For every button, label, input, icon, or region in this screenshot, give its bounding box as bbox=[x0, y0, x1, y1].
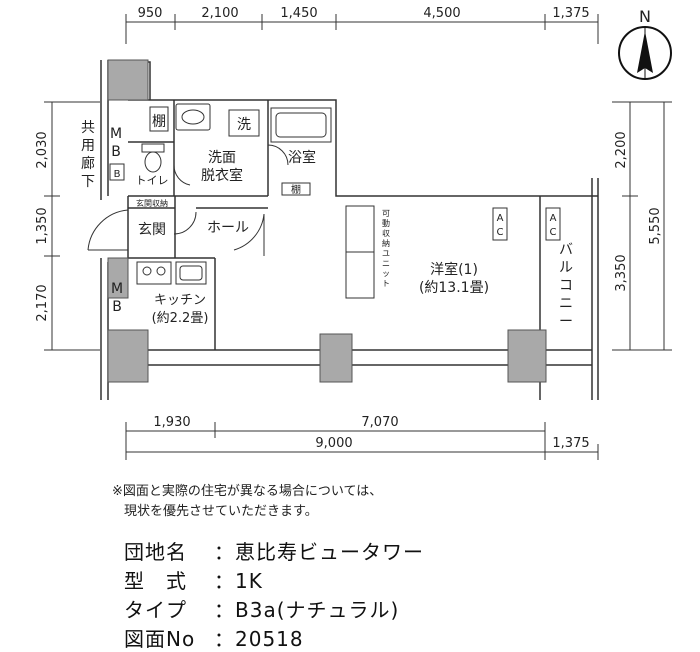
svg-text:脱衣室: 脱衣室 bbox=[201, 167, 243, 184]
disclaimer-line-1: ※図面と実際の住宅が異なる場合については、 bbox=[112, 484, 383, 499]
kitchen-label: キッチン (約2.2畳) bbox=[152, 293, 209, 326]
dim-left-2: 1,350 bbox=[35, 207, 50, 244]
svg-text:B: B bbox=[112, 299, 122, 315]
dim-bottom-total-2: 1,375 bbox=[552, 436, 589, 451]
svg-text:洗面: 洗面 bbox=[208, 150, 236, 166]
dim-top-3: 1,450 bbox=[280, 6, 317, 21]
svg-text:可: 可 bbox=[382, 209, 390, 218]
svg-text:下: 下 bbox=[81, 174, 95, 190]
svg-text:B: B bbox=[114, 169, 121, 180]
svg-text:動: 動 bbox=[382, 219, 390, 228]
info-label: 団地名 bbox=[124, 540, 187, 564]
meter-box-bottom-label: M B bbox=[111, 281, 123, 315]
dim-left-3: 2,170 bbox=[35, 284, 50, 321]
info-label: タイプ bbox=[124, 598, 187, 622]
svg-text:ト: ト bbox=[382, 279, 390, 288]
ac-label-room: A C bbox=[497, 213, 504, 238]
meter-box-top-label: M B B bbox=[110, 126, 122, 180]
svg-text:(約2.2畳): (約2.2畳) bbox=[152, 311, 209, 326]
svg-text:M: M bbox=[110, 126, 122, 142]
dim-bottom-inner-1: 1,930 bbox=[153, 415, 190, 430]
info-separator: ： bbox=[214, 627, 235, 651]
svg-text:ユ: ユ bbox=[382, 249, 390, 258]
dim-top-2: 2,100 bbox=[201, 6, 238, 21]
dim-bottom-total-1: 9,000 bbox=[315, 436, 352, 451]
svg-text:廊: 廊 bbox=[81, 155, 95, 172]
info-separator: ： bbox=[214, 598, 235, 622]
fixtures bbox=[109, 103, 561, 299]
disclaimer-line-2: 現状を優先させていただきます。 bbox=[124, 504, 318, 519]
hall-label: ホール bbox=[207, 220, 249, 236]
svg-text:洋室(1): 洋室(1) bbox=[430, 261, 478, 278]
svg-text:用: 用 bbox=[81, 138, 95, 154]
svg-text:M: M bbox=[111, 281, 123, 297]
dim-top-5: 1,375 bbox=[552, 6, 589, 21]
movable-storage-label: 可 動 収 納 ユ ニ ッ ト bbox=[382, 209, 390, 288]
washroom-label: 洗面 脱衣室 bbox=[201, 150, 243, 184]
shelf-bath-label: 棚 bbox=[291, 183, 301, 196]
svg-text:キッチン: キッチン bbox=[154, 293, 206, 308]
svg-text:ニ: ニ bbox=[382, 259, 390, 268]
info-value: 20518 bbox=[235, 627, 304, 651]
entrance-storage-label: 玄関収納 bbox=[136, 198, 168, 208]
svg-text:A: A bbox=[550, 213, 557, 224]
ac-label-balcony: A C bbox=[550, 213, 557, 238]
info-value: 1K bbox=[235, 569, 263, 593]
svg-text:C: C bbox=[497, 227, 504, 238]
svg-text:共: 共 bbox=[81, 120, 95, 136]
dim-top-1: 950 bbox=[138, 6, 163, 21]
compass-north-label: N bbox=[639, 7, 651, 26]
svg-text:ー: ー bbox=[559, 314, 573, 330]
shelf-label: 棚 bbox=[152, 114, 166, 130]
balcony-label: バ ル コ ニ ー bbox=[559, 242, 573, 330]
dimension-lines bbox=[44, 14, 672, 460]
columns bbox=[107, 59, 547, 383]
dim-top-4: 4,500 bbox=[423, 6, 460, 21]
floor-plan: 950 2,100 1,450 4,500 1,375 1,930 7,070 … bbox=[35, 6, 672, 460]
svg-text:ッ: ッ bbox=[382, 269, 390, 278]
info-row-complex: 団地名 ：恵比寿ビュータワー bbox=[124, 536, 424, 565]
washer-label: 洗 bbox=[237, 117, 251, 133]
info-row-layout-type: タイプ ：B3a(ナチュラル) bbox=[124, 594, 399, 623]
info-value: B3a(ナチュラル) bbox=[235, 598, 400, 622]
doors bbox=[87, 144, 289, 256]
corridor-label: 共 用 廊 下 bbox=[81, 120, 95, 190]
info-label: 図面No bbox=[124, 627, 196, 651]
svg-text:(約13.1畳): (約13.1畳) bbox=[419, 280, 489, 296]
svg-text:納: 納 bbox=[382, 238, 390, 248]
svg-text:ニ: ニ bbox=[559, 296, 573, 312]
info-label: 型 式 bbox=[124, 569, 187, 593]
dim-right-total: 5,550 bbox=[648, 207, 663, 244]
svg-text:バ: バ bbox=[559, 242, 573, 258]
dim-left-1: 2,030 bbox=[35, 131, 50, 168]
dim-bottom-inner-2: 7,070 bbox=[361, 415, 398, 430]
info-separator: ： bbox=[214, 540, 235, 564]
entrance-label: 玄関 bbox=[138, 221, 166, 238]
info-value: 恵比寿ビュータワー bbox=[235, 540, 424, 564]
toilet-label: トイレ bbox=[136, 174, 169, 187]
info-row-type: 型 式 ：1K bbox=[124, 565, 263, 594]
bath-label: 浴室 bbox=[288, 149, 316, 166]
north-compass-icon bbox=[618, 26, 672, 80]
svg-text:C: C bbox=[550, 227, 557, 238]
svg-text:B: B bbox=[111, 144, 121, 160]
svg-text:コ: コ bbox=[559, 278, 573, 294]
dim-right-inner-1: 2,200 bbox=[614, 131, 629, 168]
info-separator: ： bbox=[214, 569, 235, 593]
dim-right-inner-2: 3,350 bbox=[614, 254, 629, 291]
svg-text:収: 収 bbox=[382, 228, 390, 238]
info-row-drawing-no: 図面No ：20518 bbox=[124, 623, 304, 652]
western-room-label: 洋室(1) (約13.1畳) bbox=[419, 261, 489, 296]
svg-text:A: A bbox=[497, 213, 504, 224]
svg-text:ル: ル bbox=[559, 260, 573, 276]
